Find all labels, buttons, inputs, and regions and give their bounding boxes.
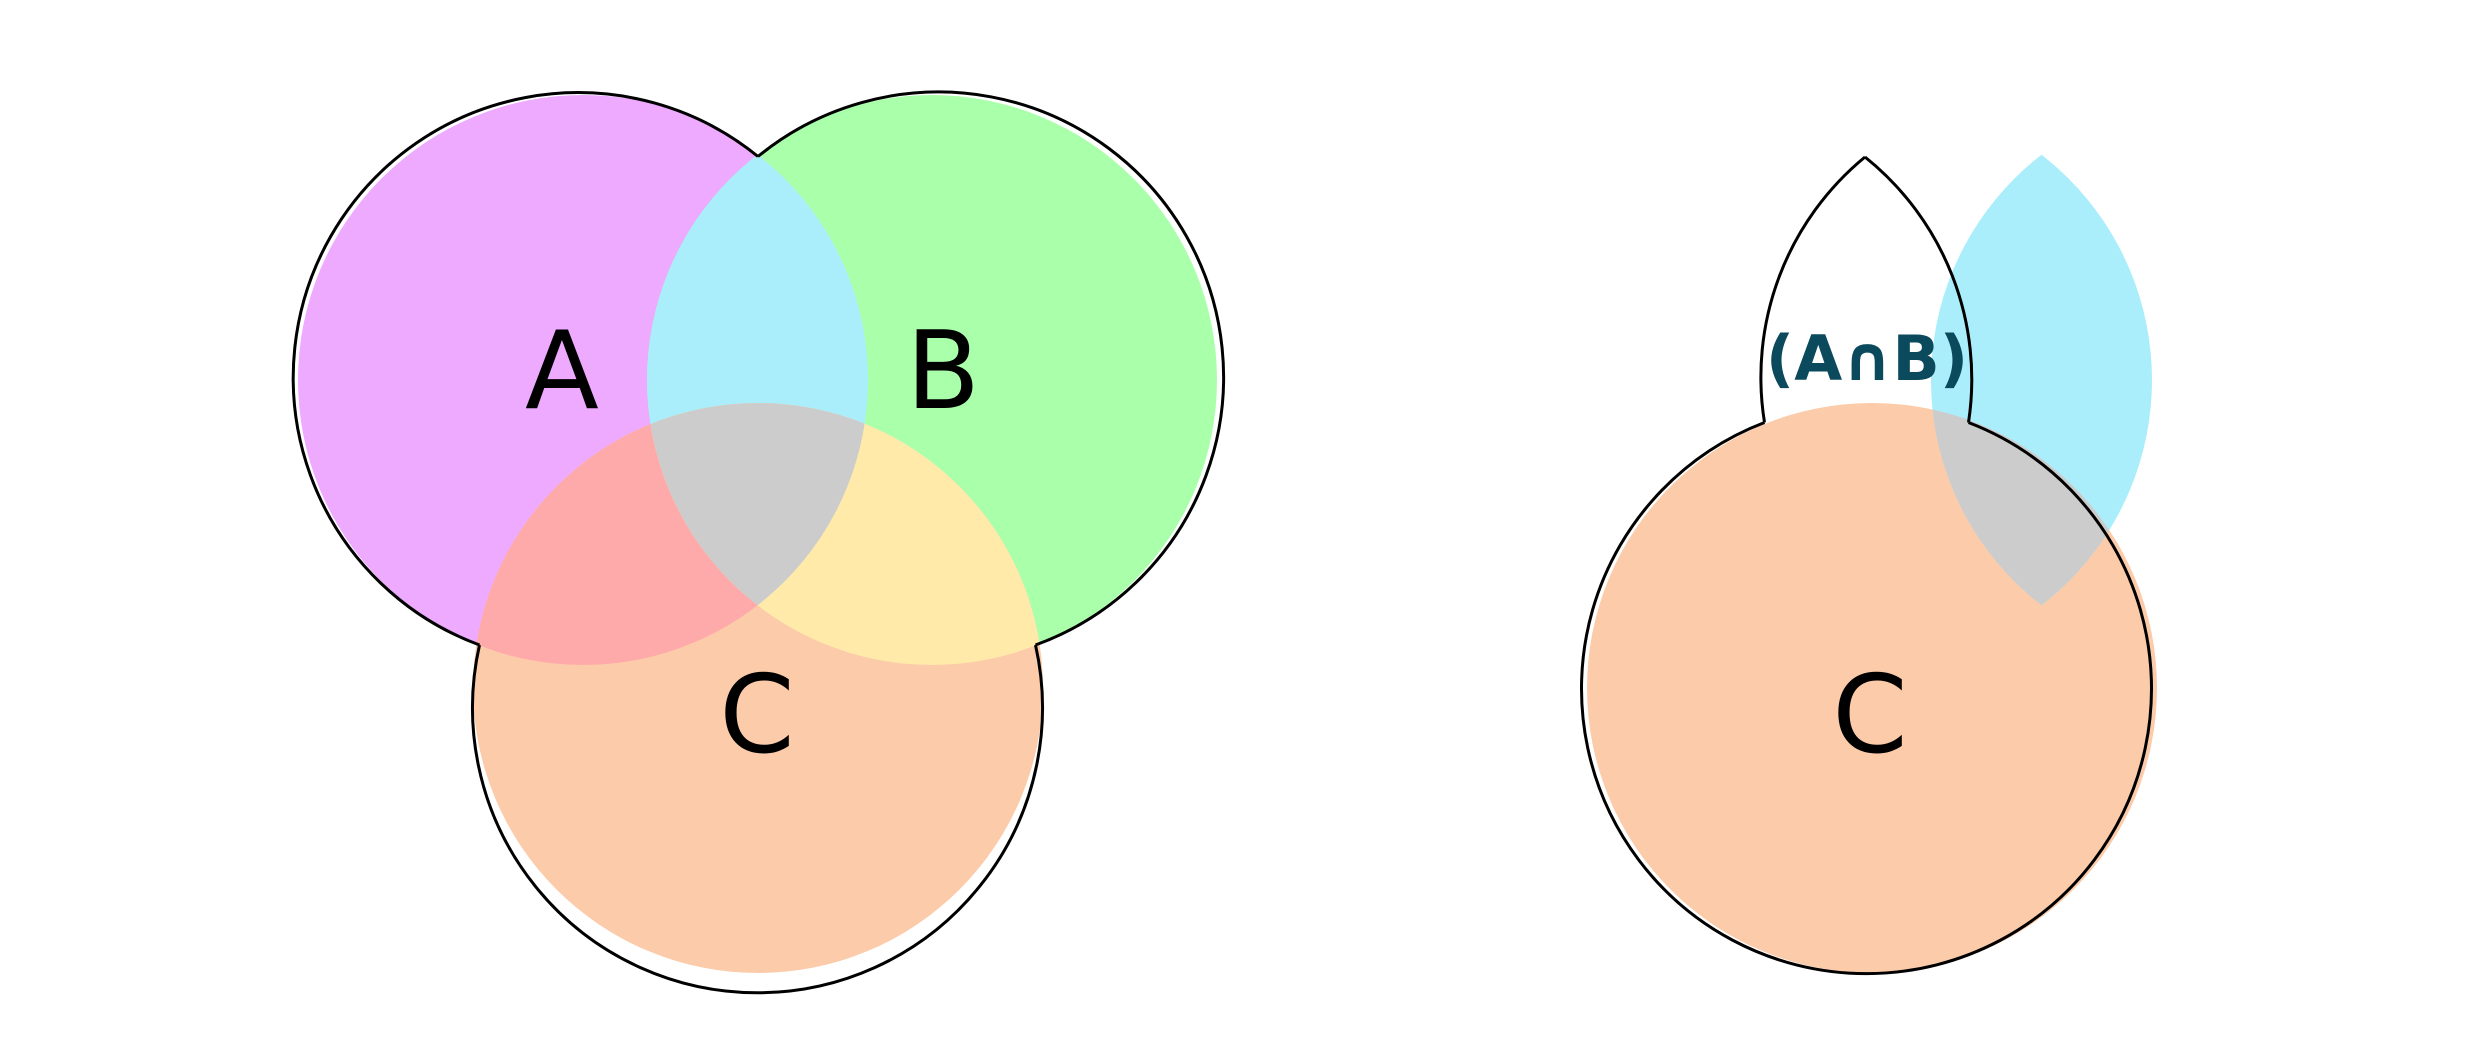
- lens-right-outline: [1864, 155, 1974, 423]
- venn-outlines: [291, 90, 1226, 995]
- set-a-outline: [291, 91, 759, 647]
- set-b-label: B: [906, 309, 980, 434]
- right-outlines: [1580, 155, 2153, 976]
- set-c-outline-right: [1580, 421, 2153, 976]
- set-c-label-right: C: [1832, 653, 1907, 778]
- set-c-outline: [471, 644, 1044, 995]
- set-c-label: C: [719, 653, 794, 778]
- intersection-label: (A∩B): [1766, 322, 1968, 395]
- lens-left-outline: [1759, 155, 1866, 423]
- set-b-outline: [757, 90, 1226, 647]
- set-a-label: A: [525, 309, 599, 434]
